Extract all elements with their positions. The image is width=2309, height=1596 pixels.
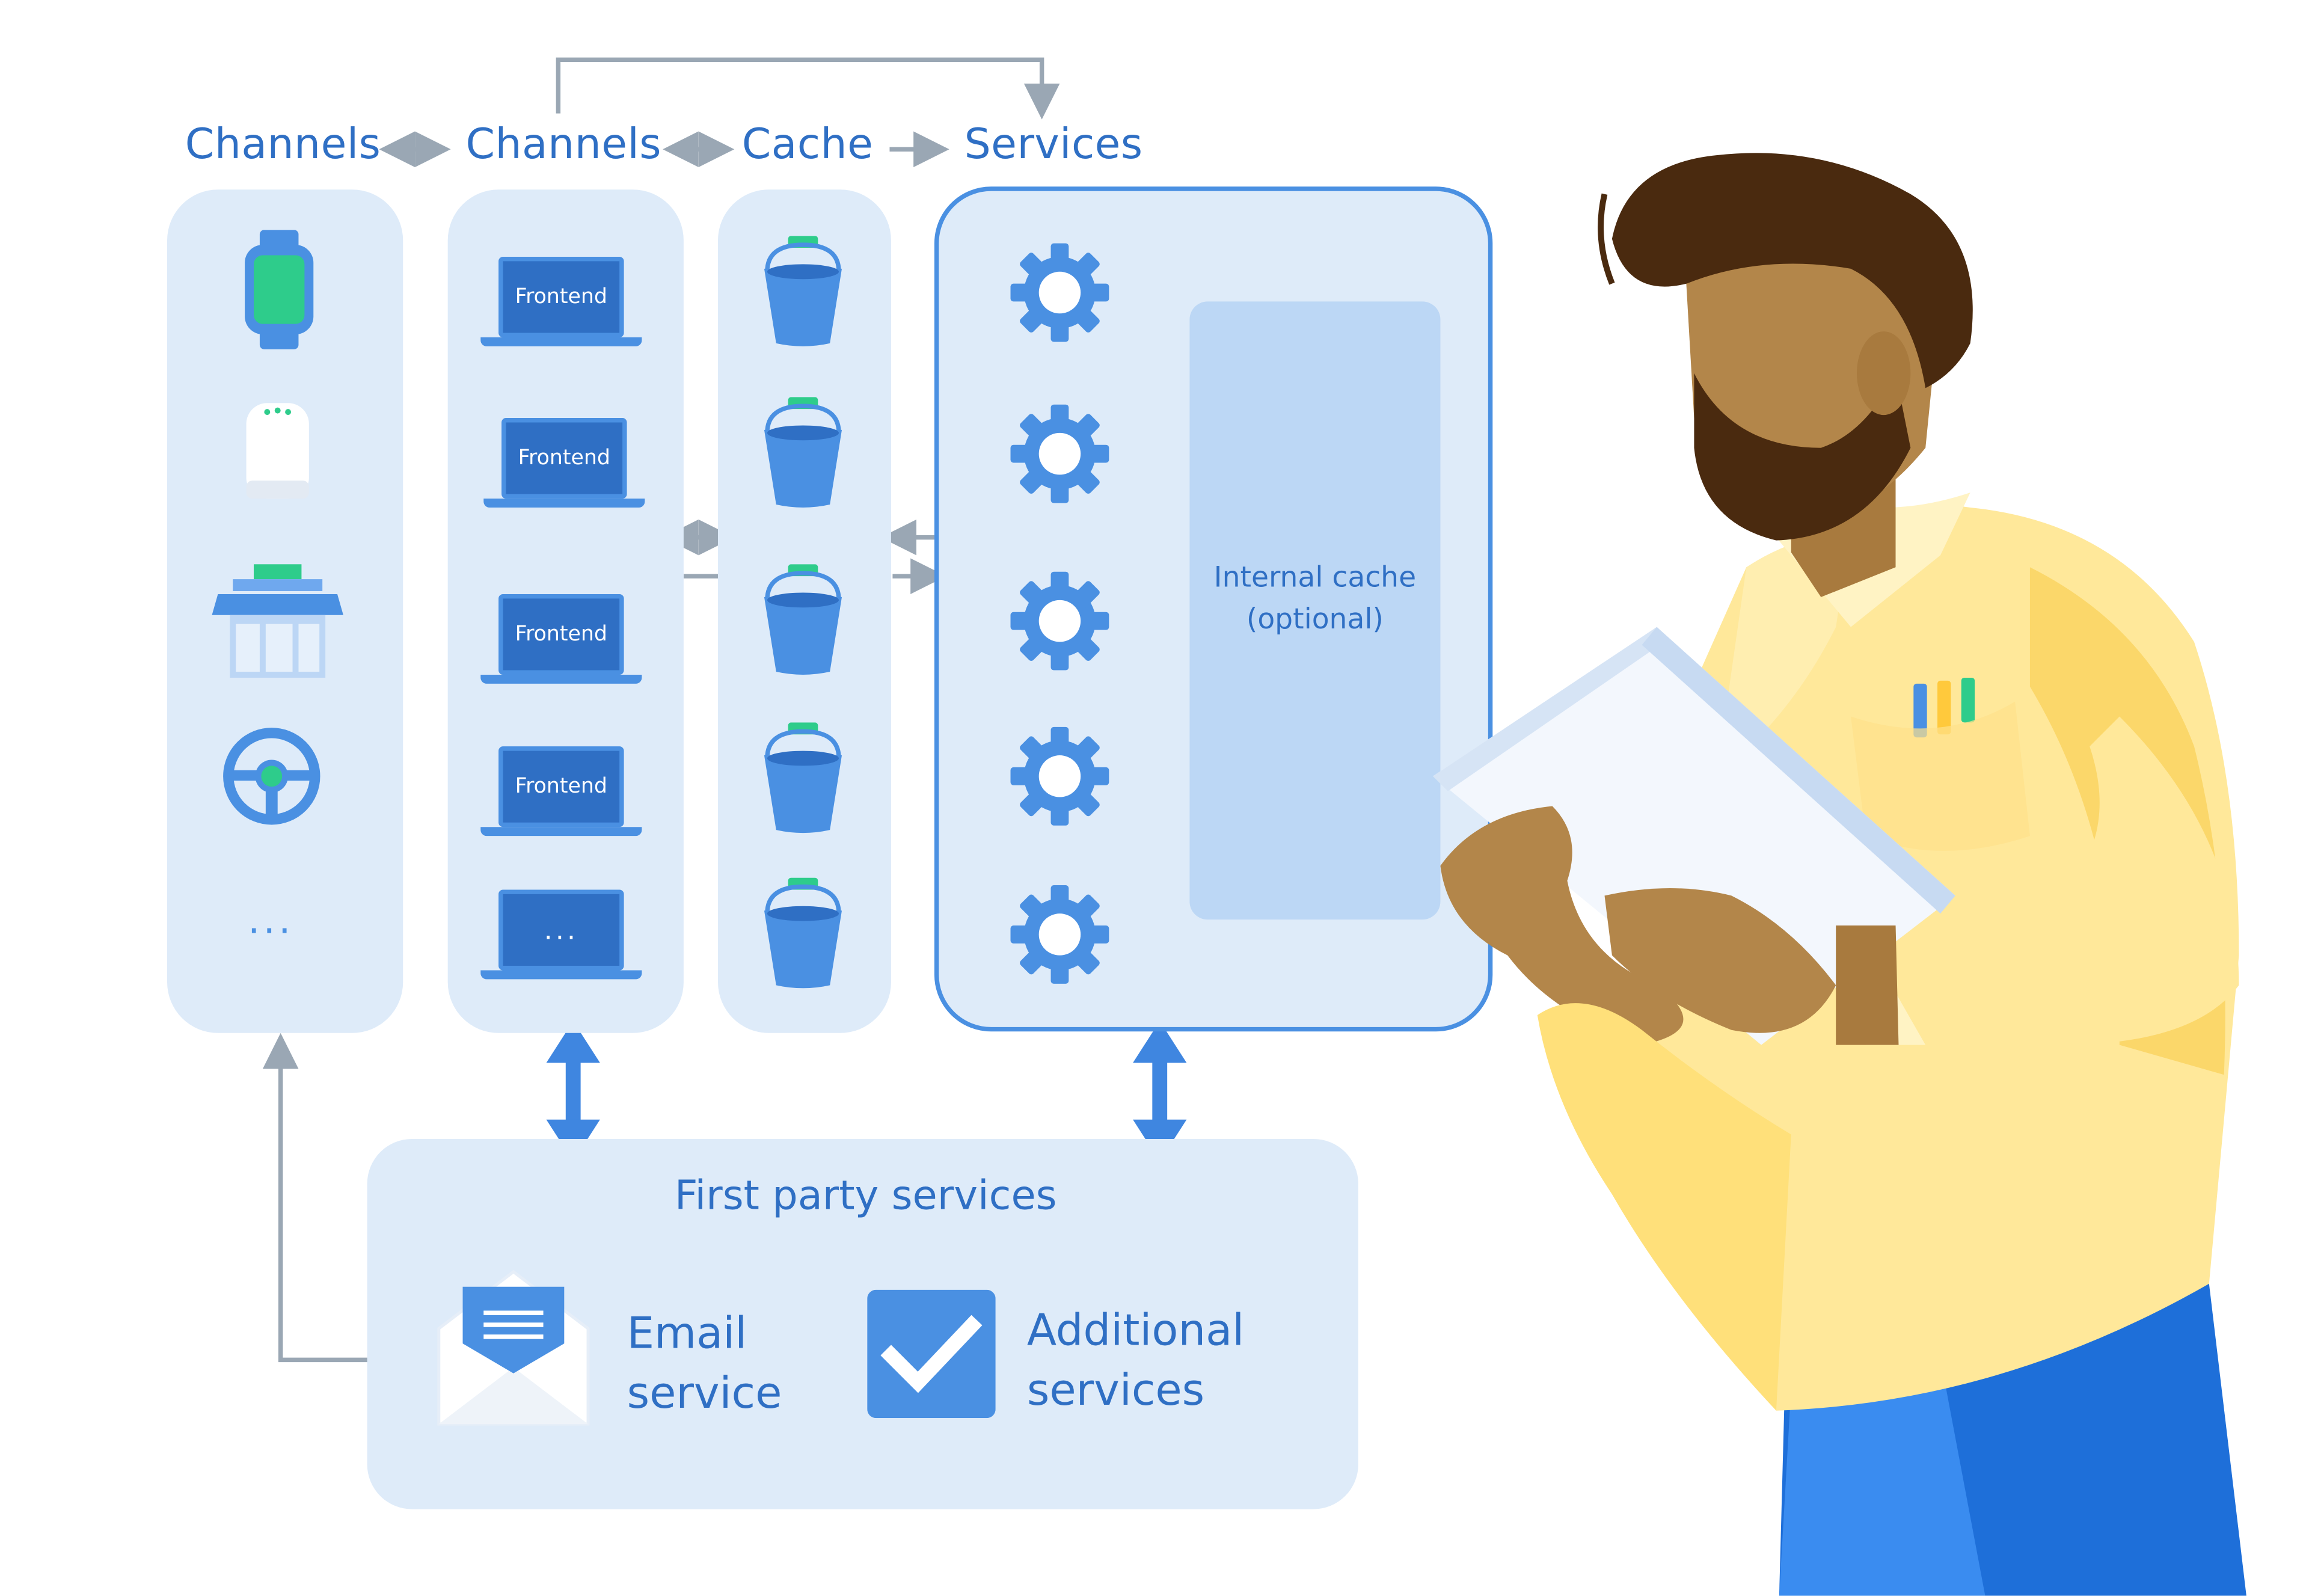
smart-speaker-icon <box>246 403 309 499</box>
internal-cache-optional: (optional) <box>1246 603 1384 636</box>
laptop-label: Frontend <box>515 285 608 309</box>
bucket-icon <box>764 877 842 989</box>
bucket-icon <box>764 236 842 346</box>
person-illustration <box>1433 153 2246 1596</box>
frontend-laptop: Frontend <box>480 746 642 839</box>
steering-wheel-icon <box>223 728 320 825</box>
email-service-label-line2: service <box>627 1367 782 1419</box>
frontend-laptop: Frontend <box>480 594 642 687</box>
laptop-label: Frontend <box>515 622 608 646</box>
gear-icon <box>1010 404 1109 503</box>
laptop-label: ... <box>544 914 579 946</box>
header-channels-1: Channels <box>185 119 381 169</box>
gear-icon <box>1010 726 1109 826</box>
bypass-arrow <box>556 57 1060 120</box>
frontend-laptop: Frontend <box>483 418 645 511</box>
email-service-label-line1: Email <box>627 1307 747 1358</box>
gear-icon <box>1010 243 1109 342</box>
additional-services-label-line2: services <box>1026 1364 1205 1416</box>
header-services: Services <box>964 119 1143 169</box>
bucket-icon <box>764 722 842 833</box>
frontend-laptop: Frontend <box>480 256 642 349</box>
envelope-icon <box>437 1269 590 1426</box>
additional-services-label-line1: Additional <box>1026 1304 1245 1355</box>
bucket-icon <box>764 564 842 675</box>
gear-icon <box>1010 885 1109 984</box>
internal-cache-label: Internal cache <box>1213 561 1417 594</box>
laptop-label: Frontend <box>515 775 608 799</box>
bucket-icon <box>764 397 842 508</box>
header-cache: Cache <box>741 119 874 169</box>
laptop-label: Frontend <box>518 446 610 470</box>
storefront-icon <box>212 564 343 678</box>
frontend-laptop-more: ... <box>480 889 642 982</box>
checkmark-icon <box>867 1289 996 1419</box>
first-party-title: First party services <box>674 1173 1057 1220</box>
channels-more-ellipsis: ... <box>248 898 294 944</box>
internal-cache-box <box>1189 301 1441 920</box>
header-channels-2: Channels <box>465 119 662 169</box>
smartwatch-icon <box>245 230 314 349</box>
gear-icon <box>1010 571 1109 671</box>
